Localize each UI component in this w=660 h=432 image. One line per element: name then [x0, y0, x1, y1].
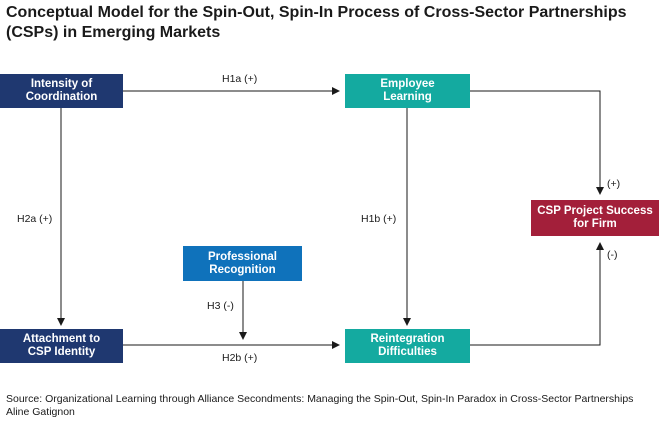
edge-label-h3: H3 (-) [207, 300, 234, 312]
edge-label-h1b: H1b (+) [361, 213, 397, 225]
node-csp-project-success: CSP Project Success for Firm [531, 200, 659, 236]
source-note: Source: Organizational Learning through … [6, 393, 633, 419]
edge-reintegration-to-success [470, 242, 604, 346]
node-label: CSP Project Success for Firm [537, 205, 653, 230]
node-professional-recognition: Professional Recognition [183, 246, 302, 281]
edge-label-plus: (+) [607, 178, 621, 190]
edge-label-h2b: H2b (+) [222, 352, 258, 364]
node-label: Reintegration Difficulties [370, 333, 445, 358]
edge-learning-to-success [470, 90, 604, 195]
node-label: Attachment to CSP Identity [22, 333, 101, 358]
node-reintegration-difficulties: Reintegration Difficulties [345, 329, 470, 363]
source-line-1: Source: Organizational Learning through … [6, 393, 634, 405]
page-title: Conceptual Model for the Spin-Out, Spin-… [6, 4, 627, 41]
node-intensity-of-coordination: Intensity of Coordination [0, 74, 123, 108]
node-label: Intensity of Coordination [25, 78, 98, 103]
edge-label-h2a: H2a (+) [17, 213, 53, 225]
source-line-2: Aline Gatignon [6, 406, 75, 418]
node-attachment-to-csp-identity: Attachment to CSP Identity [0, 329, 123, 363]
edge-label-h1a: H1a (+) [222, 73, 258, 85]
edge-label-minus: (-) [607, 249, 618, 261]
node-label: Employee Learning [380, 78, 435, 103]
node-employee-learning: Employee Learning [345, 74, 470, 108]
node-label: Professional Recognition [207, 250, 278, 276]
